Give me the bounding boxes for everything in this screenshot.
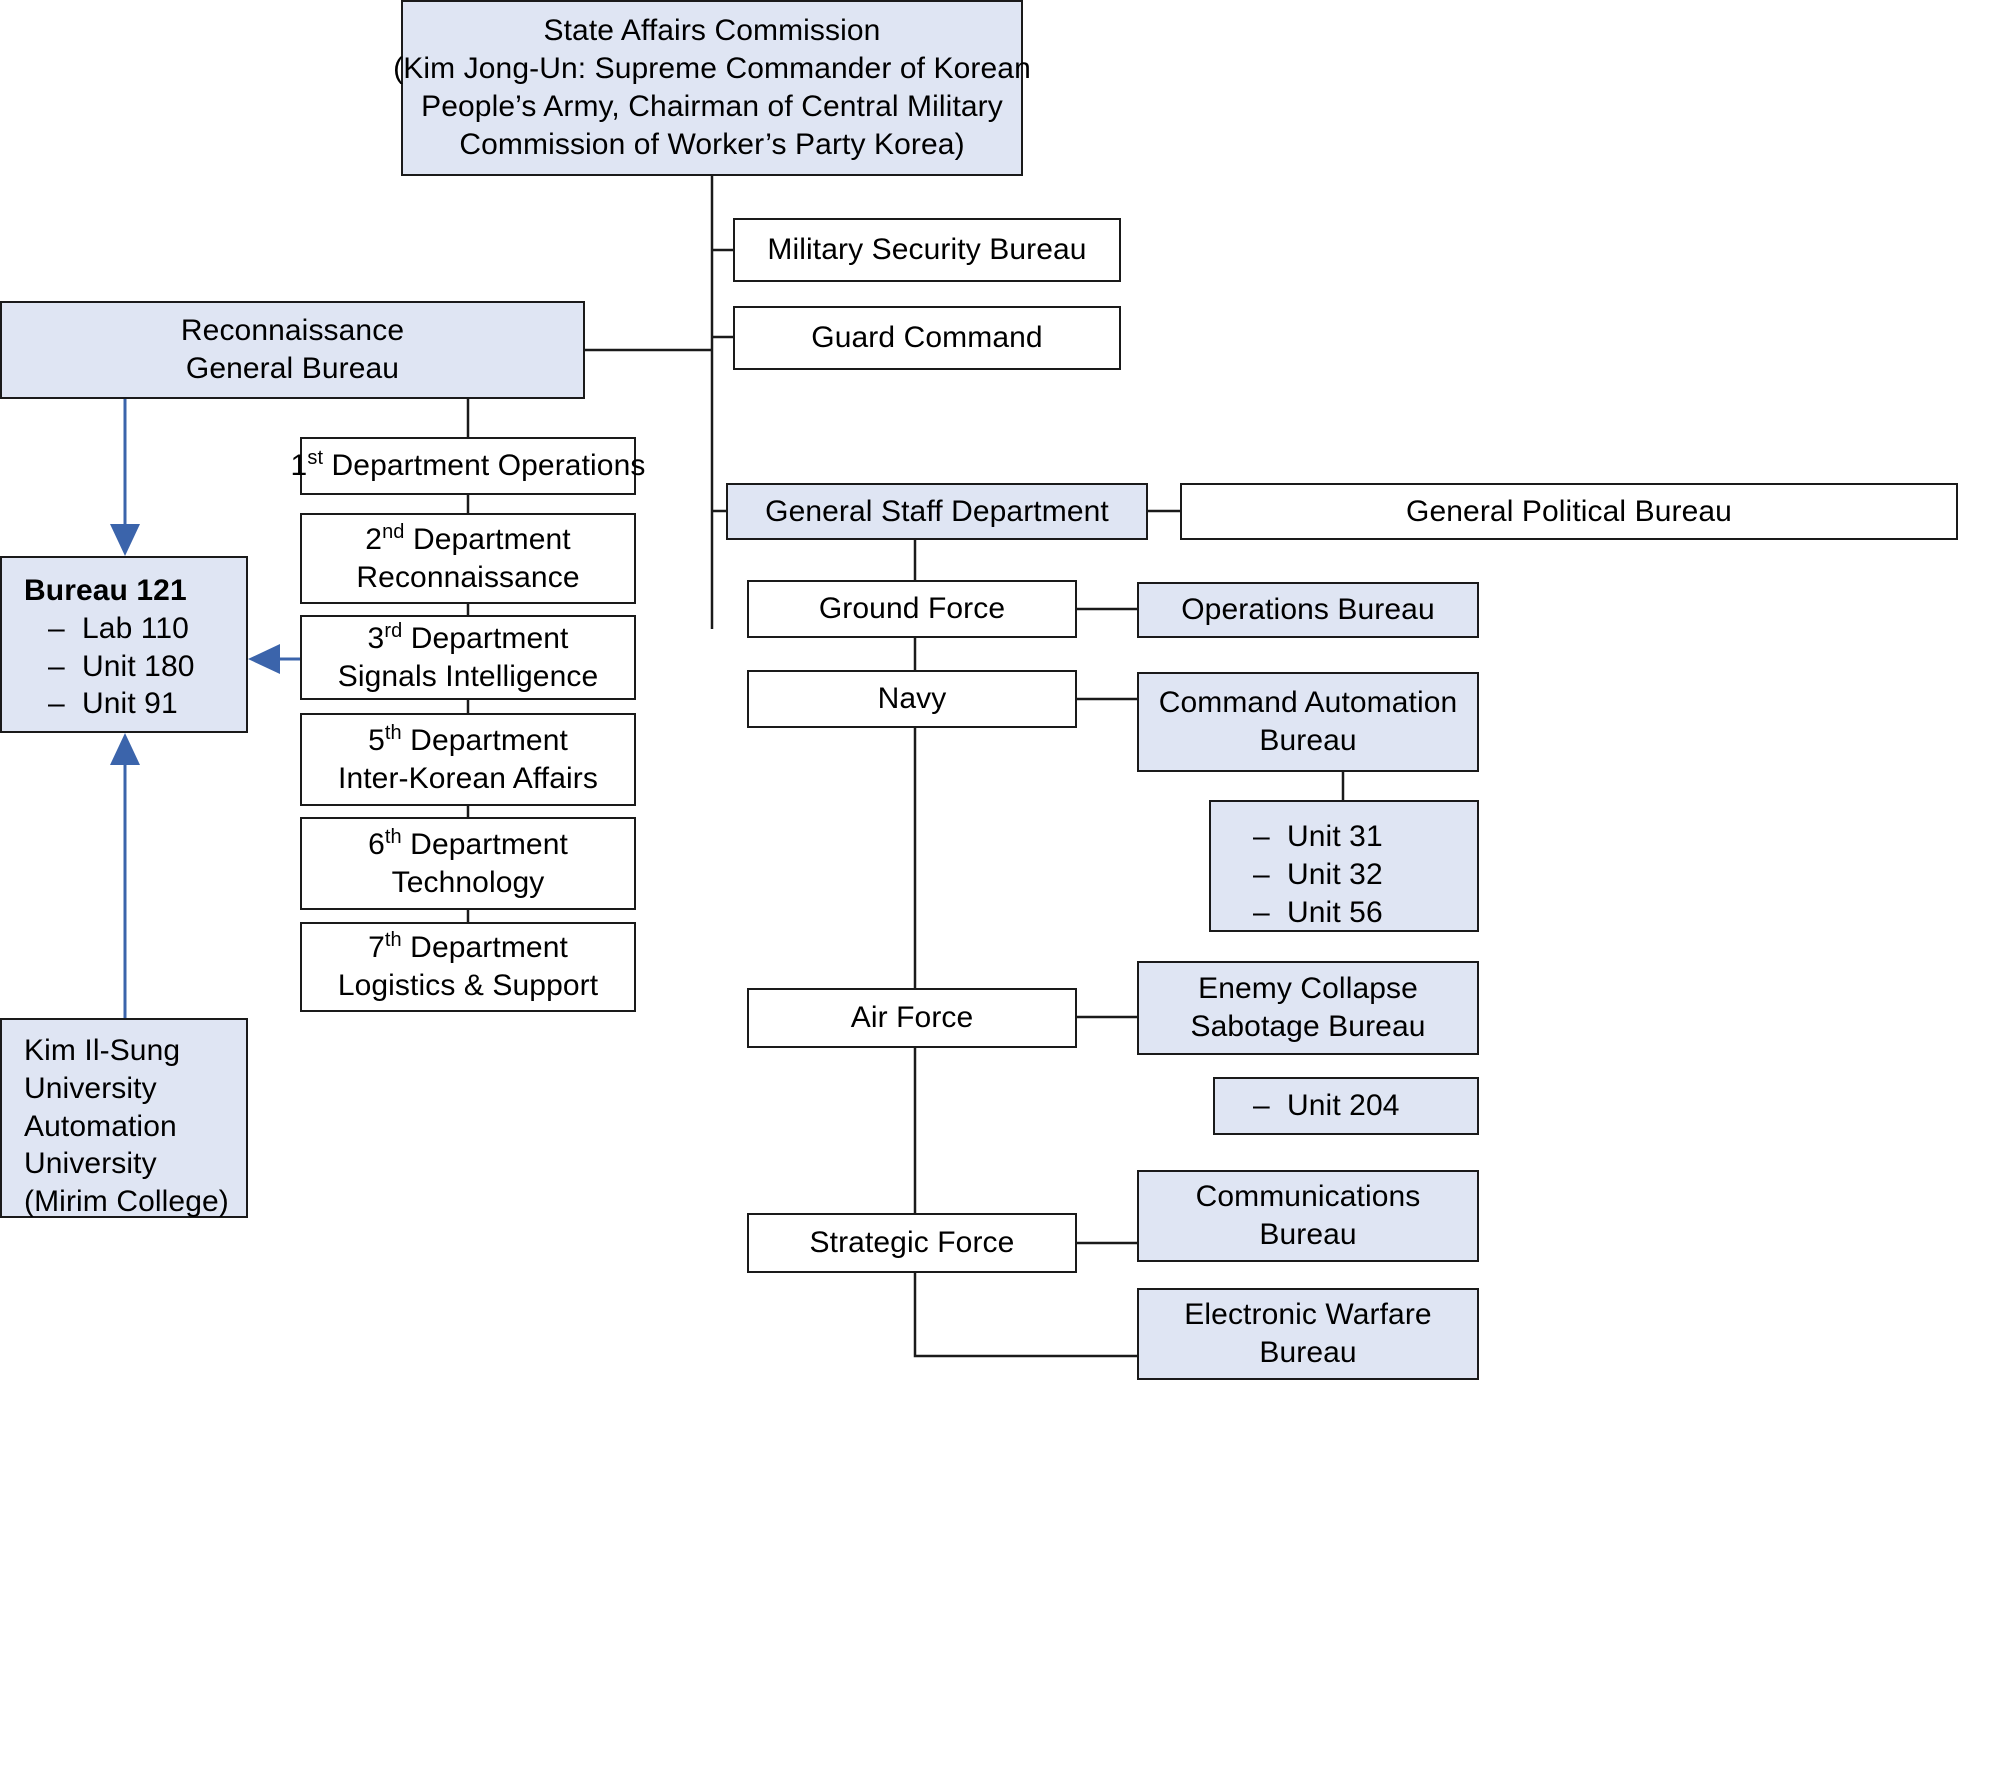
bureau-121-item: –Unit 180	[48, 649, 195, 683]
sac-line-3: People’s Army, Chairman of Central Milit…	[421, 90, 1003, 123]
dept-6-label: 6th Department	[368, 825, 568, 861]
node-command-automation-bureau[interactable]: Command Automation Bureau	[1137, 672, 1479, 772]
dept-3-label: 3rd Department	[367, 619, 569, 655]
node-communications-bureau[interactable]: Communications Bureau	[1137, 1170, 1479, 1262]
ecsb-line-1: Enemy Collapse	[1198, 972, 1418, 1006]
bureau-121-item: –Unit 91	[48, 687, 178, 721]
sac-line-2: (Kim Jong-Un: Supreme Commander of Korea…	[393, 52, 1031, 86]
ecsb-line-2: Sabotage Bureau	[1190, 1010, 1426, 1043]
dept-7-label: 7th Department	[368, 929, 568, 965]
cab-unit-item: –Unit 56	[1253, 895, 1383, 929]
comm-line-2: Bureau	[1259, 1218, 1357, 1251]
cab-line-1: Command Automation	[1158, 686, 1458, 720]
cab-line-2: Bureau	[1259, 724, 1357, 757]
node-enemy-collapse-sabotage-bureau[interactable]: Enemy Collapse Sabotage Bureau	[1137, 961, 1479, 1055]
kisu-line-5: (Mirim College)	[24, 1185, 229, 1219]
navy-label: Navy	[877, 682, 947, 716]
node-department-7[interactable]: 7th Department Logistics & Support	[300, 922, 636, 1012]
dept-5-label: 5th Department	[368, 721, 568, 757]
ewb-line-1: Electronic Warfare	[1184, 1298, 1432, 1332]
dept-5-sub: Inter-Korean Affairs	[338, 761, 598, 795]
node-navy[interactable]: Navy	[747, 670, 1077, 728]
rgb-line-2: General Bureau	[185, 352, 400, 385]
node-ground-force[interactable]: Ground Force	[747, 580, 1077, 638]
node-bureau-121[interactable]: Bureau 121 –Lab 110 –Unit 180 –Unit 91	[0, 556, 248, 733]
node-general-staff-department[interactable]: General Staff Department	[726, 483, 1148, 540]
strategic-force-label: Strategic Force	[809, 1226, 1015, 1260]
node-strategic-force[interactable]: Strategic Force	[747, 1213, 1077, 1273]
sac-line-1: State Affairs Commission	[543, 14, 881, 48]
dept-3-sub: Signals Intelligence	[337, 659, 599, 693]
kisu-line-4: University	[24, 1147, 157, 1181]
bureau-121-title: Bureau 121	[24, 574, 187, 607]
node-command-automation-units[interactable]: –Unit 31 –Unit 32 –Unit 56	[1209, 800, 1479, 932]
guard-command-label: Guard Command	[811, 321, 1043, 355]
ground-force-label: Ground Force	[818, 592, 1006, 626]
node-reconnaissance-general-bureau[interactable]: Reconnaissance General Bureau	[0, 301, 585, 399]
military-security-bureau-label: Military Security Bureau	[767, 233, 1087, 267]
node-department-3[interactable]: 3rd Department Signals Intelligence	[300, 615, 636, 700]
cab-unit-item: –Unit 32	[1253, 857, 1383, 891]
dept-2-sub: Reconnaissance	[356, 560, 580, 594]
dept-6-sub: Technology	[391, 865, 545, 899]
kisu-line-1: Kim Il-Sung	[24, 1034, 181, 1067]
ecsb-unit-item: –Unit 204	[1253, 1089, 1400, 1123]
node-guard-command[interactable]: Guard Command	[733, 306, 1121, 370]
node-state-affairs-commission[interactable]: State Affairs Commission (Kim Jong-Un: S…	[393, 0, 1031, 176]
rgb-line-1: Reconnaissance	[180, 314, 405, 348]
sac-line-4: Commission of Worker’s Party Korea)	[459, 127, 965, 161]
node-enemy-collapse-units[interactable]: –Unit 204	[1213, 1077, 1479, 1135]
general-staff-department-label: General Staff Department	[765, 494, 1109, 528]
node-electronic-warfare-bureau[interactable]: Electronic Warfare Bureau	[1137, 1288, 1479, 1380]
node-department-5[interactable]: 5th Department Inter-Korean Affairs	[300, 713, 636, 806]
node-air-force[interactable]: Air Force	[747, 988, 1077, 1048]
bureau-121-item: –Lab 110	[48, 611, 189, 645]
operations-bureau-label: Operations Bureau	[1181, 593, 1435, 627]
ewb-line-2: Bureau	[1259, 1336, 1357, 1369]
dept-2-label: 2nd Department	[365, 520, 571, 556]
node-general-political-bureau[interactable]: General Political Bureau	[1180, 483, 1958, 540]
kisu-line-3: Automation	[24, 1109, 177, 1143]
node-department-1[interactable]: 1st Department Operations	[291, 437, 645, 495]
comm-line-1: Communications	[1195, 1180, 1421, 1214]
node-department-2[interactable]: 2nd Department Reconnaissance	[300, 513, 636, 604]
node-kim-il-sung-university[interactable]: Kim Il-Sung University Automation Univer…	[0, 1018, 248, 1218]
air-force-label: Air Force	[850, 1001, 974, 1035]
general-political-bureau-label: General Political Bureau	[1406, 494, 1732, 528]
dept-1-label: 1st Department Operations	[290, 447, 646, 483]
node-department-6[interactable]: 6th Department Technology	[300, 817, 636, 910]
node-military-security-bureau[interactable]: Military Security Bureau	[733, 218, 1121, 282]
node-operations-bureau[interactable]: Operations Bureau	[1137, 582, 1479, 638]
cab-unit-item: –Unit 31	[1253, 820, 1383, 853]
kisu-line-2: University	[24, 1071, 157, 1105]
dept-7-sub: Logistics & Support	[337, 969, 599, 1002]
